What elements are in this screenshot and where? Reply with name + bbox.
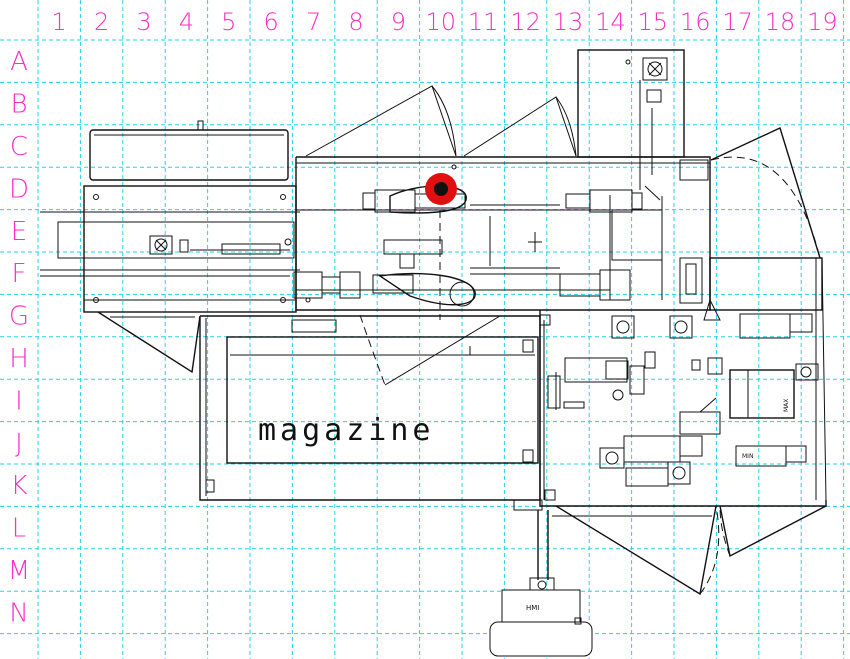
grid-column-label: 7 [306, 8, 321, 36]
grid-column-label: 14 [595, 8, 626, 36]
grid-row-label: E [11, 217, 27, 247]
level-panel [729, 369, 795, 419]
lower-right-motor [559, 273, 601, 297]
pusher-unit [564, 357, 628, 383]
grid-row-label: N [9, 598, 28, 628]
left-conveyor-frame [83, 185, 297, 313]
grid-column-label: 2 [94, 8, 109, 36]
right-lower-frame [539, 310, 827, 507]
drive-motor-2 [623, 435, 681, 463]
grid-column-label: 11 [468, 8, 499, 36]
left-flap [97, 311, 201, 374]
grid-row-label: C [10, 132, 28, 162]
gear-motor-4 [667, 461, 691, 485]
grid-column-label: 13 [553, 8, 584, 36]
grid-row-label: J [15, 429, 23, 459]
fan-icon [149, 235, 173, 255]
grid-row-label: A [10, 47, 28, 77]
drive-motor [739, 313, 791, 339]
grid-row-label: F [12, 259, 27, 289]
grid-row-label: G [9, 302, 29, 332]
grid-column-label: 12 [510, 8, 541, 36]
top-flap-left [305, 85, 457, 157]
grid-row-label: H [9, 344, 29, 374]
pulley-hub [434, 182, 448, 196]
panel-label-max: MAX [783, 399, 790, 412]
grid-column-label: 1 [52, 8, 67, 36]
grid-column-label: 15 [638, 8, 669, 36]
magazine-box [226, 336, 539, 464]
grid-column-label: 19 [807, 8, 838, 36]
hmi-base [489, 621, 593, 657]
upper-right-motor [589, 189, 633, 213]
top-right-box [577, 49, 685, 158]
grid-column-label: 18 [765, 8, 796, 36]
gear-motor-2 [669, 315, 693, 339]
grid-column-label: 17 [722, 8, 753, 36]
grid-row-label: I [15, 386, 23, 416]
magazine-label: magazine [258, 413, 435, 448]
grid-column-label: 16 [680, 8, 711, 36]
right-door [710, 127, 821, 259]
grid-row-label: D [9, 174, 29, 204]
panel-label-min: MIN [742, 453, 753, 460]
main-frame [295, 156, 711, 311]
grid-column-label: 5 [221, 8, 236, 36]
hmi-panel [501, 589, 581, 627]
bottom-door-left [555, 505, 717, 596]
grid-column-label: 4 [179, 8, 194, 36]
top-flap-right [463, 96, 577, 157]
hmi-label: HMI [526, 604, 539, 612]
grid-column-label: 9 [391, 8, 406, 36]
grid-row-label: B [10, 90, 27, 120]
grid-row-label: L [12, 514, 27, 544]
gear-motor-1 [611, 315, 635, 339]
grid-column-label: 8 [348, 8, 363, 36]
grid-column-label: 6 [264, 8, 279, 36]
grid-column-label: 10 [426, 8, 457, 36]
gear-motor-3 [599, 447, 625, 469]
machine-outline: magazine [40, 49, 827, 657]
grid-row-label: K [10, 471, 27, 501]
grid-row-label: M [8, 556, 30, 586]
grid-column-label: 3 [136, 8, 151, 36]
top-cover-box [89, 129, 289, 181]
